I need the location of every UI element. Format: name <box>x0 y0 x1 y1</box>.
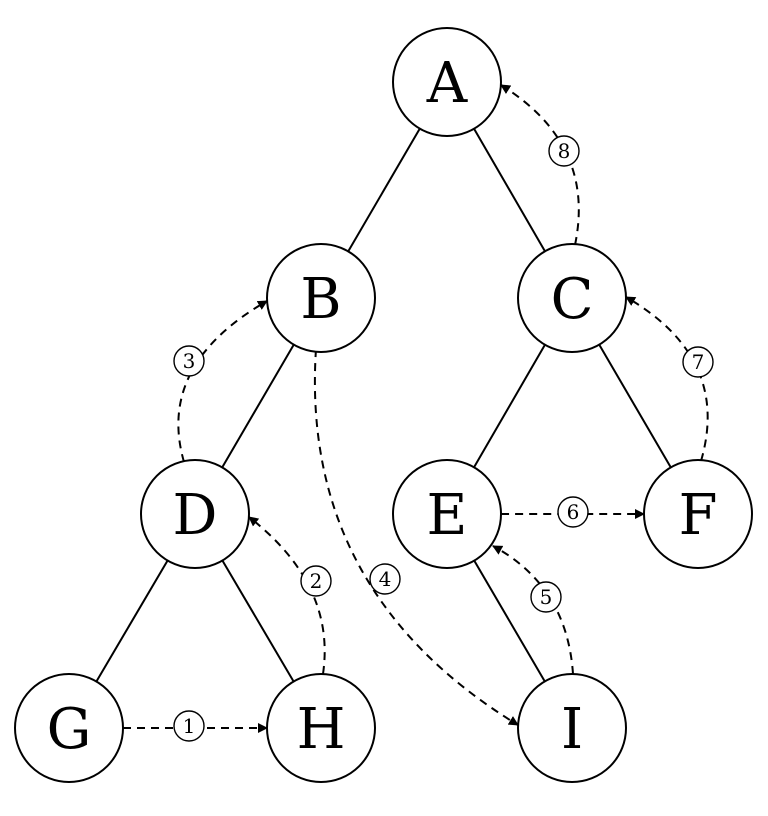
edge-b-d <box>221 344 295 468</box>
edge-c-f <box>598 344 672 468</box>
step-number: 1 <box>183 714 196 738</box>
edge-d-g <box>95 560 169 682</box>
node-circle <box>392 459 502 569</box>
tree-nodes: A B C D E F G H I <box>14 27 753 783</box>
node-circle <box>14 673 124 783</box>
node-circle <box>392 27 502 137</box>
edge-c-e <box>473 344 546 468</box>
thread-arrows <box>123 84 709 734</box>
step-label-8: 8 <box>548 135 580 167</box>
step-number: 2 <box>310 569 323 593</box>
step-number: 7 <box>692 350 705 374</box>
node-f: F <box>643 459 753 569</box>
tree-edges <box>95 128 672 682</box>
step-number: 8 <box>558 139 571 163</box>
node-label: F <box>679 483 718 548</box>
thread-arrow-i-e <box>492 545 574 675</box>
node-a: A <box>392 27 502 137</box>
node-g: G <box>14 673 124 783</box>
node-circle <box>643 459 753 569</box>
node-circle <box>266 673 376 783</box>
thread-arrow-b-i <box>314 348 519 726</box>
node-circle <box>140 459 250 569</box>
thread-arrow-f-c <box>625 296 709 462</box>
node-label: D <box>173 483 218 548</box>
node-label: A <box>426 51 468 116</box>
edge-d-h <box>221 560 295 682</box>
step-label-4: 4 <box>369 563 401 595</box>
node-e: E <box>392 459 502 569</box>
step-label-1: 1 <box>173 710 205 742</box>
thread-arrow-d-b <box>177 300 268 463</box>
node-c: C <box>517 243 627 353</box>
step-number: 3 <box>183 349 196 373</box>
edge-e-i <box>473 560 546 682</box>
step-label-3: 3 <box>173 345 205 377</box>
node-label: C <box>551 267 594 332</box>
step-label-5: 5 <box>530 581 562 613</box>
node-label: E <box>427 483 468 548</box>
node-circle <box>517 243 627 353</box>
node-h: H <box>266 673 376 783</box>
node-label: B <box>300 267 341 332</box>
node-d: D <box>140 459 250 569</box>
node-circle <box>517 673 627 783</box>
node-b: B <box>266 243 376 353</box>
step-number: 6 <box>567 500 580 524</box>
node-i: I <box>517 673 627 783</box>
node-label: G <box>47 697 92 762</box>
step-number: 4 <box>379 567 392 591</box>
edge-a-c <box>473 128 546 252</box>
node-label: I <box>561 697 583 762</box>
node-label: H <box>297 697 346 762</box>
step-labels: 1 2 3 4 5 6 7 8 <box>173 135 714 742</box>
edge-a-b <box>347 128 421 252</box>
step-label-7: 7 <box>682 346 714 378</box>
step-number: 5 <box>540 585 553 609</box>
step-label-6: 6 <box>557 496 589 528</box>
node-circle <box>266 243 376 353</box>
step-label-2: 2 <box>300 565 332 597</box>
